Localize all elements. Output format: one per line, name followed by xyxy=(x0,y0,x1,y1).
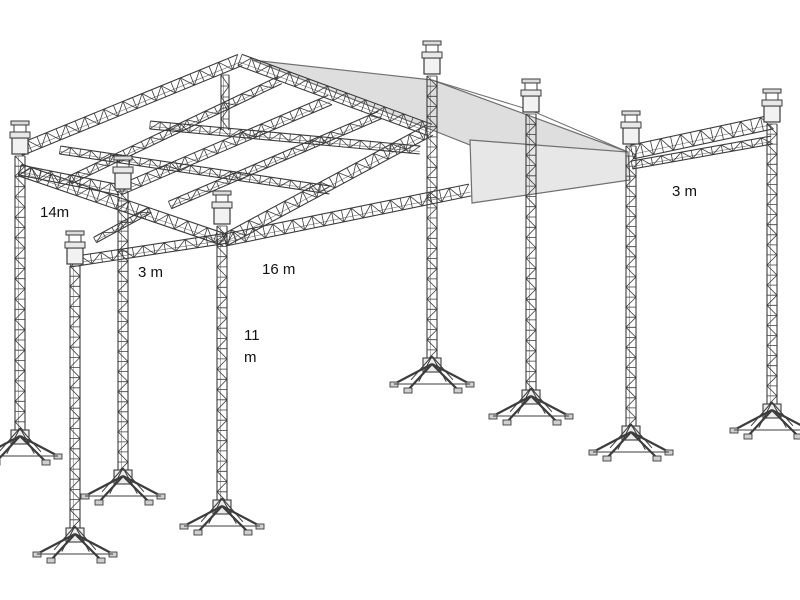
tower-back-center xyxy=(389,40,475,394)
height-dimension-label-line2: m xyxy=(244,349,257,366)
wing-right-beam xyxy=(630,114,774,160)
wing-left-beam xyxy=(68,232,229,268)
tower-inner-left-mast xyxy=(117,190,129,473)
tower-back-middle xyxy=(488,78,574,426)
tower-front-center xyxy=(179,190,265,536)
tower-wing-right xyxy=(729,88,800,440)
wing-left-dimension-label: 3 m xyxy=(138,264,164,281)
truss-beams xyxy=(17,53,774,268)
roof-side-panel xyxy=(469,139,631,204)
wing-right-beam-2 xyxy=(630,135,773,170)
wing-left-brace xyxy=(93,206,152,244)
tower-wing-left xyxy=(32,230,118,564)
tower-back-right-mast xyxy=(625,145,637,429)
tower-back-right xyxy=(588,110,674,462)
tower-inner-left xyxy=(80,155,166,506)
tower-front-left xyxy=(0,120,63,466)
ridge-beam xyxy=(237,53,433,137)
cross-purlin-2 xyxy=(149,120,421,155)
side-beam xyxy=(223,183,472,247)
height-dimension-label-line1: 11 xyxy=(244,327,260,344)
wing-right-dimension-label: 3 m xyxy=(672,183,698,200)
span-dimension-label: 16 m xyxy=(262,261,296,278)
depth-dimension-label: 14m xyxy=(40,204,70,221)
tower-wing-left-mast xyxy=(69,265,81,531)
tower-back-middle-mast xyxy=(525,113,537,393)
tower-wing-right-mast xyxy=(766,123,778,407)
left-rafter xyxy=(17,53,243,157)
ridge-support xyxy=(220,74,230,131)
truss-towers xyxy=(0,40,800,564)
roof-cover xyxy=(251,59,631,204)
cross-purlin-1 xyxy=(59,145,331,195)
tower-front-left-mast xyxy=(14,155,26,433)
inner-rafter-b xyxy=(168,110,382,210)
tower-front-center-mast xyxy=(216,225,228,503)
tower-back-center-mast xyxy=(426,75,438,361)
